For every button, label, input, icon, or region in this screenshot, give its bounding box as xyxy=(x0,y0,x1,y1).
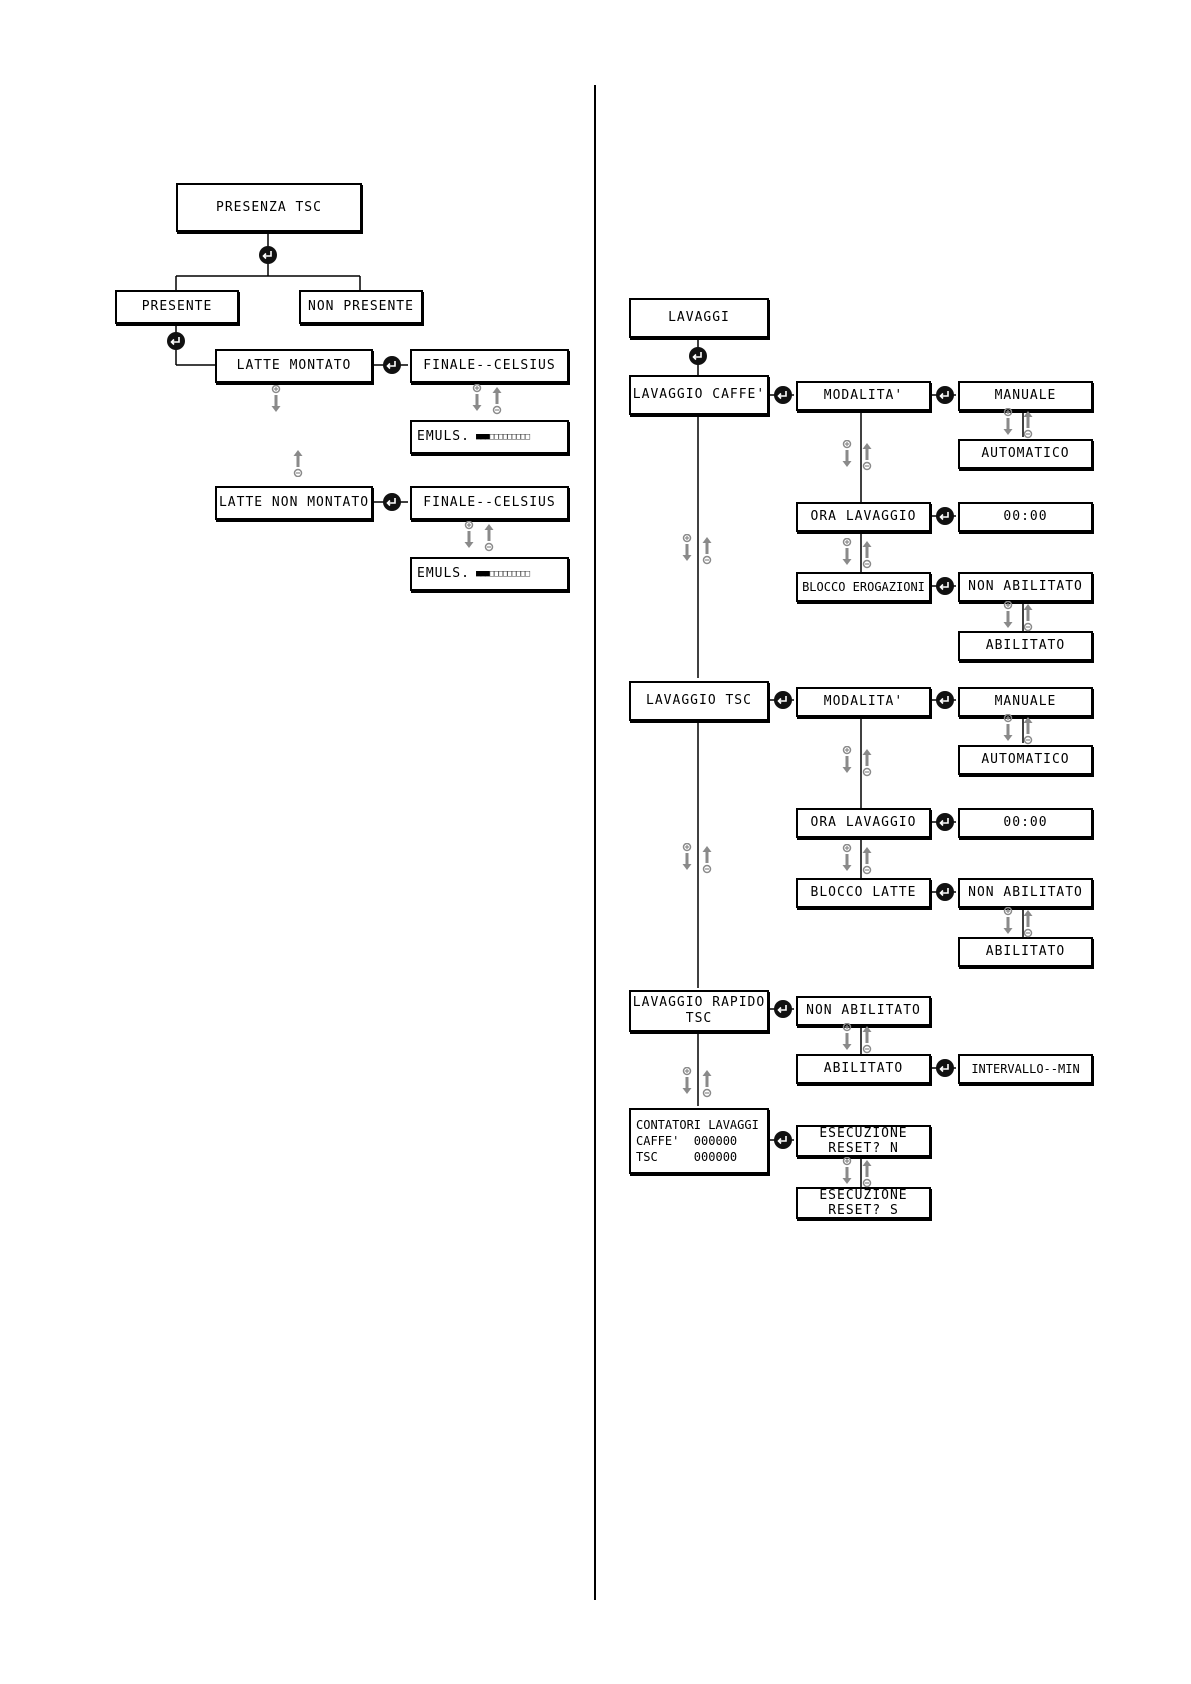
emuls-level-bar-2: ■■■□□□□□□□□□ xyxy=(475,568,530,579)
emuls-level-bar-1: ■■■□□□□□□□□□ xyxy=(475,431,530,442)
plus-minus-arrows-icon xyxy=(840,1157,874,1189)
plus-minus-arrows-icon xyxy=(840,440,874,472)
intervallo-min-box: INTERVALLO--MIN xyxy=(958,1054,1093,1084)
plus-minus-arrows-icon xyxy=(470,384,504,416)
enter-key-icon xyxy=(936,507,954,525)
enter-key-icon xyxy=(383,356,401,374)
plus-minus-arrows-icon xyxy=(840,746,874,778)
plus-minus-arrows-icon xyxy=(680,1067,714,1099)
enter-key-icon xyxy=(774,1131,792,1149)
emuls-label-1: EMULS. xyxy=(417,429,470,444)
ora-lavaggio-box-2: ORA LAVAGGIO xyxy=(796,808,931,838)
emuls-box-2: EMULS. ■■■□□□□□□□□□ xyxy=(410,557,569,591)
enter-key-icon xyxy=(936,1059,954,1077)
column-divider xyxy=(594,85,596,1600)
enter-key-icon xyxy=(936,813,954,831)
enter-key-icon xyxy=(936,883,954,901)
minus-up-arrow-icon xyxy=(291,447,305,482)
plus-minus-arrows-icon xyxy=(840,538,874,570)
enter-key-icon xyxy=(774,386,792,404)
latte-montato-box: LATTE MONTATO xyxy=(215,349,373,383)
ora-lavaggio-box-1: ORA LAVAGGIO xyxy=(796,502,931,532)
lavaggio-tsc-box: LAVAGGIO TSC xyxy=(629,681,769,721)
automatico-box-1: AUTOMATICO xyxy=(958,439,1093,469)
non-abilitato-box-2: NON ABILITATO xyxy=(958,878,1093,908)
modalita-box-1: MODALITA' xyxy=(796,381,931,411)
emuls-label-2: EMULS. xyxy=(417,566,470,581)
enter-key-icon xyxy=(936,386,954,404)
finale-celsius-box-2: FINALE--CELSIUS xyxy=(410,486,569,520)
abilitato-box-2: ABILITATO xyxy=(958,937,1093,967)
contatori-lavaggi-box: CONTATORI LAVAGGI CAFFE' 000000 TSC 0000… xyxy=(629,1108,769,1174)
enter-key-icon xyxy=(774,1000,792,1018)
blocco-latte-box: BLOCCO LATTE xyxy=(796,878,931,908)
enter-key-icon xyxy=(259,246,277,264)
plus-down-arrow-icon xyxy=(269,384,283,420)
non-abilitato-box-3: NON ABILITATO xyxy=(796,996,931,1026)
presente-box: PRESENTE xyxy=(115,290,239,324)
modalita-box-2: MODALITA' xyxy=(796,687,931,717)
plus-minus-arrows-icon xyxy=(1001,907,1035,939)
plus-minus-arrows-icon xyxy=(840,1023,874,1055)
non-abilitato-box-1: NON ABILITATO xyxy=(958,572,1093,602)
plus-minus-arrows-icon xyxy=(1001,714,1035,746)
lavaggio-caffe-box: LAVAGGIO CAFFE' xyxy=(629,375,769,415)
lavaggi-box: LAVAGGI xyxy=(629,298,769,338)
plus-minus-arrows-icon xyxy=(840,844,874,876)
abilitato-box-3: ABILITATO xyxy=(796,1054,931,1084)
plus-minus-arrows-icon xyxy=(680,843,714,875)
latte-non-montato-box: LATTE NON MONTATO xyxy=(215,486,373,520)
time-box-2: 00:00 xyxy=(958,808,1093,838)
enter-key-icon xyxy=(936,577,954,595)
plus-minus-arrows-icon xyxy=(680,534,714,566)
automatico-box-2: AUTOMATICO xyxy=(958,745,1093,775)
enter-key-icon xyxy=(774,691,792,709)
non-presente-box: NON PRESENTE xyxy=(299,290,423,324)
enter-key-icon xyxy=(167,332,185,350)
blocco-erogazioni-box: BLOCCO EROGAZIONI xyxy=(796,572,931,602)
enter-key-icon xyxy=(383,493,401,511)
plus-minus-arrows-icon xyxy=(462,521,496,553)
manuale-box-2: MANUALE xyxy=(958,687,1093,717)
time-box-1: 00:00 xyxy=(958,502,1093,532)
plus-minus-arrows-icon xyxy=(1001,601,1035,633)
plus-minus-arrows-icon xyxy=(1001,408,1035,440)
esecuzione-reset-s-box: ESECUZIONE RESET? S xyxy=(796,1187,931,1219)
enter-key-icon xyxy=(689,347,707,365)
finale-celsius-box-1: FINALE--CELSIUS xyxy=(410,349,569,383)
abilitato-box-1: ABILITATO xyxy=(958,631,1093,661)
emuls-box-1: EMULS. ■■■□□□□□□□□□ xyxy=(410,420,569,454)
enter-key-icon xyxy=(936,691,954,709)
presenza-tsc-box: PRESENZA TSC xyxy=(176,183,362,232)
manuale-box-1: MANUALE xyxy=(958,381,1093,411)
lavaggio-rapido-tsc-box: LAVAGGIO RAPIDO TSC xyxy=(629,990,769,1032)
esecuzione-reset-n-box: ESECUZIONE RESET? N xyxy=(796,1125,931,1157)
